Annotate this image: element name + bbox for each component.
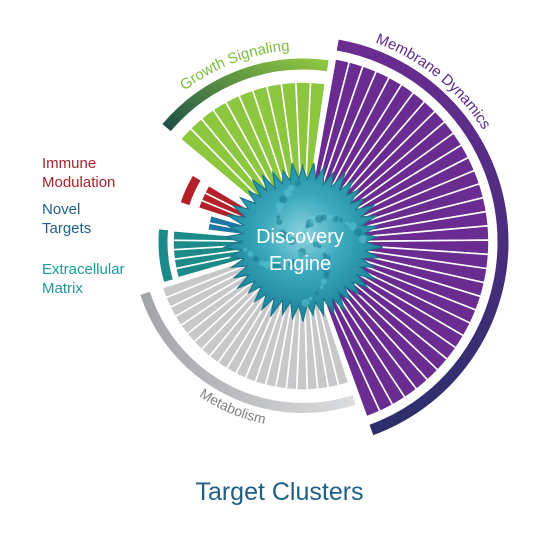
label-extracellular-matrix-line-2: Matrix — [42, 280, 83, 297]
arc-immune-modulation — [180, 175, 201, 206]
arc-membrane-dynamics — [336, 39, 509, 436]
cell-texture — [323, 260, 332, 269]
cell-texture — [305, 224, 310, 229]
label-extracellular-matrix-line-1: Extracellular — [42, 261, 125, 278]
cell-texture — [277, 224, 284, 231]
label-novel-targets-line-2: Targets — [42, 220, 91, 237]
cell-texture — [247, 250, 254, 257]
arc-growth-signaling — [162, 58, 329, 132]
arc-metabolism — [140, 291, 356, 413]
label-immune-modulation-line-1: Immune — [42, 155, 96, 172]
cell-texture — [294, 180, 301, 187]
cell-texture — [295, 251, 304, 260]
cell-texture — [301, 298, 310, 307]
arc-extracellular-matrix — [158, 229, 173, 282]
cell-texture — [253, 256, 260, 263]
cell-texture — [345, 221, 350, 226]
figure-caption: Target Clusters — [195, 478, 364, 506]
cell-texture — [282, 263, 287, 268]
cell-texture — [319, 285, 324, 290]
cell-texture — [358, 235, 367, 244]
cell-texture — [283, 189, 292, 198]
cell-texture — [300, 231, 307, 238]
cell-texture — [243, 247, 248, 252]
left-cluster-labels: Immune Modulation Novel Targets Extracel… — [42, 155, 125, 297]
cell-texture — [263, 260, 272, 269]
cell-texture — [290, 258, 297, 265]
center-label-line-2: Engine — [269, 253, 331, 275]
cell-texture — [348, 222, 357, 231]
cell-texture — [276, 219, 283, 226]
label-novel-targets-line-1: Novel — [42, 201, 80, 218]
cell-texture — [276, 215, 281, 220]
cell-texture — [288, 262, 292, 267]
cell-texture — [354, 228, 363, 237]
cell-texture — [312, 241, 319, 248]
center-label-line-1: Discovery — [256, 226, 344, 248]
cell-texture — [290, 238, 295, 243]
cell-texture — [281, 231, 290, 240]
cell-texture — [279, 195, 288, 204]
cell-texture — [276, 264, 281, 269]
cell-texture — [275, 201, 284, 210]
cell-texture — [320, 248, 325, 253]
cell-texture — [315, 215, 324, 224]
cell-texture — [322, 252, 327, 257]
cell-texture — [314, 291, 319, 296]
cell-texture — [239, 240, 243, 244]
cell-texture — [277, 209, 282, 214]
cell-texture — [339, 218, 344, 222]
cell-texture — [288, 185, 295, 192]
cluster-bars — [161, 57, 490, 418]
cell-texture — [308, 296, 313, 301]
cell-texture — [269, 262, 278, 271]
cell-body — [223, 162, 383, 322]
cell-texture — [322, 266, 331, 275]
cluster-outer-arcs — [140, 39, 509, 436]
cell-texture — [332, 216, 339, 223]
cell-image — [223, 162, 383, 322]
cell-texture — [326, 214, 333, 221]
cell-texture — [320, 278, 327, 285]
center-label: Discovery Engine — [256, 226, 344, 275]
label-immune-modulation-line-2: Modulation — [42, 174, 115, 191]
